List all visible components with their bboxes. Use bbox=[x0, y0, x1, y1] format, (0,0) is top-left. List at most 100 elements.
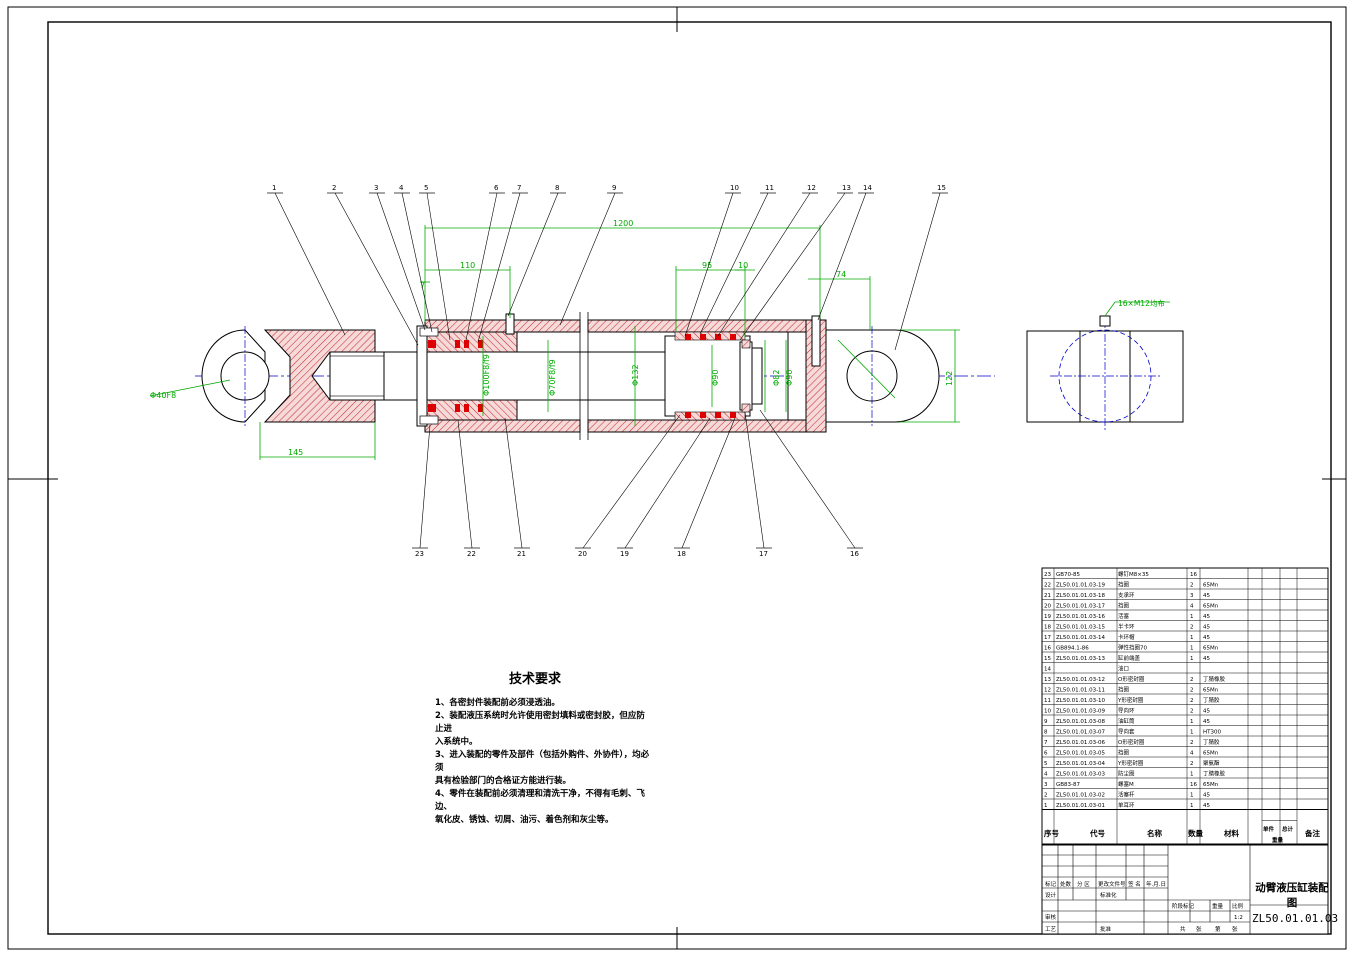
dim-bolts: 16×M12均布 bbox=[1118, 298, 1165, 308]
bom-header-remark: 备注 bbox=[1304, 828, 1321, 838]
title-block: 标记 处数 分 区 更改文件号 签 名 年.月.日 设计 标准化 阶段标记 重量… bbox=[1041, 844, 1329, 935]
dim-95: 95 bbox=[702, 261, 712, 270]
balloon-label: 4 bbox=[399, 184, 404, 192]
bom-cell: 导向套 bbox=[1118, 728, 1135, 736]
bom-cell: 聚氨酯 bbox=[1203, 759, 1220, 767]
leader-line bbox=[426, 192, 451, 341]
balloon-label: 17 bbox=[759, 550, 768, 558]
leader-line bbox=[817, 192, 867, 321]
leader-line bbox=[419, 424, 431, 549]
tb-change: 更改文件号 bbox=[1098, 880, 1126, 888]
bom-cell: 3 bbox=[1044, 782, 1048, 788]
dim-bore: Φ132 bbox=[631, 364, 640, 386]
bom-cell: 油口 bbox=[1118, 665, 1129, 673]
tech-req-line: 3、进入装配的零件及部件（包括外购件、外协件），均必须 bbox=[435, 750, 650, 773]
balloon-label: 10 bbox=[730, 184, 739, 192]
dim-82: Φ82 bbox=[772, 370, 781, 386]
dim-7: 7 bbox=[420, 281, 425, 290]
bom-cell: 3 bbox=[1190, 593, 1194, 599]
tech-requirements-body: 1、各密封件装配前必须浸透油。 2、装配液压系统时允许使用密封填料或密封胶，但应… bbox=[435, 697, 653, 827]
balloon-label: 13 bbox=[842, 184, 851, 192]
leader-line bbox=[624, 417, 711, 549]
bom-cell: 挡圈 bbox=[1118, 602, 1130, 610]
bom-cell: 1 bbox=[1190, 719, 1194, 725]
bom-cell: ZL50.01.01.03-08 bbox=[1056, 719, 1106, 725]
bom-cell: 45 bbox=[1203, 656, 1210, 662]
bom-cell: 2 bbox=[1190, 709, 1194, 715]
bom-cell: Y形密封圈 bbox=[1117, 759, 1144, 767]
tb-stage: 阶段标记 bbox=[1172, 902, 1195, 910]
bom-cell: ZL50.01.01.03-18 bbox=[1056, 593, 1106, 599]
tb-sheets: 张 bbox=[1196, 925, 1202, 933]
bom-cell: 2 bbox=[1190, 625, 1194, 631]
leader-line bbox=[699, 192, 769, 335]
bom-cell: HT300 bbox=[1203, 730, 1221, 736]
bom-cell: 22 bbox=[1044, 583, 1051, 589]
bom-cell: 9 bbox=[1044, 719, 1048, 725]
leader-line bbox=[504, 417, 523, 549]
bom-cell: ZL50.01.01.03-15 bbox=[1056, 625, 1106, 631]
dim-122: 122 bbox=[945, 371, 954, 386]
bom-cell: ZL50.01.01.03-02 bbox=[1056, 793, 1105, 799]
tb-std: 标准化 bbox=[1100, 891, 1117, 899]
bom-cell: 65Mn bbox=[1203, 751, 1219, 757]
bom-cell: 6 bbox=[1044, 751, 1048, 757]
bom-cell: 4 bbox=[1190, 751, 1194, 757]
tb-mark: 标记 bbox=[1045, 880, 1057, 888]
bom-cell: 65Mn bbox=[1203, 646, 1219, 652]
bom-cell: 防尘圈 bbox=[1118, 770, 1135, 778]
balloon-label: 18 bbox=[677, 550, 686, 558]
leader-line bbox=[457, 419, 473, 549]
bom-cell: 2 bbox=[1190, 677, 1194, 683]
tb-review: 审核 bbox=[1045, 913, 1057, 921]
leader-line bbox=[684, 192, 734, 337]
bom-cell: 45 bbox=[1203, 614, 1210, 620]
balloon-label: 1 bbox=[272, 184, 276, 192]
bom-cell: 16 bbox=[1190, 782, 1197, 788]
bom-cell: 16 bbox=[1044, 646, 1051, 652]
balloon-label: 7 bbox=[517, 184, 521, 192]
bom-cell: 挡圈 bbox=[1118, 581, 1130, 589]
bom-grid bbox=[1042, 568, 1328, 844]
balloon-label: 2 bbox=[332, 184, 336, 192]
tech-req-line: 1、各密封件装配前必须浸透油。 bbox=[435, 698, 560, 708]
bom-cell: 17 bbox=[1044, 635, 1051, 641]
bom-cell: GB70-85 bbox=[1056, 572, 1081, 578]
leader-line bbox=[376, 192, 426, 331]
tb-sign: 签 名 bbox=[1128, 880, 1141, 888]
leader-line bbox=[739, 192, 846, 341]
leader-line bbox=[717, 192, 811, 337]
drawing-name: 动臂液压缸装配图 bbox=[1255, 882, 1329, 909]
tech-req-line: 2、装配液压系统时允许使用密封填料或密封胶，但应防止进 bbox=[435, 711, 645, 734]
bom-cell: ZL50.01.01.03-16 bbox=[1056, 614, 1106, 620]
bom-cell: ZL50.01.01.03-09 bbox=[1056, 709, 1106, 715]
dim-rod-fit: Φ100F8/f9 bbox=[482, 354, 491, 396]
bom-cell: 45 bbox=[1203, 709, 1210, 715]
balloon-label: 5 bbox=[424, 184, 428, 192]
bom-cell: 45 bbox=[1203, 625, 1210, 631]
bom-header-no: 序号 bbox=[1044, 828, 1060, 838]
balloon-label: 15 bbox=[937, 184, 946, 192]
bom-cell: 45 bbox=[1203, 803, 1210, 809]
bom-cell: 1 bbox=[1190, 793, 1194, 799]
tb-scale: 1:2 bbox=[1234, 915, 1243, 921]
bom-cell: 1 bbox=[1190, 656, 1194, 662]
bom-cell: 45 bbox=[1203, 719, 1210, 725]
dim-145: 145 bbox=[288, 448, 303, 457]
bom-cell: 缸前端盖 bbox=[1118, 654, 1141, 662]
bom-cell: 65Mn bbox=[1203, 604, 1219, 610]
bom-cell: 支承环 bbox=[1118, 591, 1135, 599]
tb-count: 处数 bbox=[1060, 880, 1072, 888]
leader-line bbox=[559, 192, 616, 326]
bom-header-name: 名称 bbox=[1147, 828, 1163, 838]
bom-cell: 挡圈 bbox=[1118, 749, 1130, 757]
bom-cell: 挡圈 bbox=[1118, 686, 1130, 694]
drawing-frame bbox=[7, 6, 1347, 950]
dim-pin: Φ40F8 bbox=[150, 391, 176, 400]
balloon-label: 20 bbox=[578, 550, 587, 558]
bom-cell: 45 bbox=[1203, 635, 1210, 641]
